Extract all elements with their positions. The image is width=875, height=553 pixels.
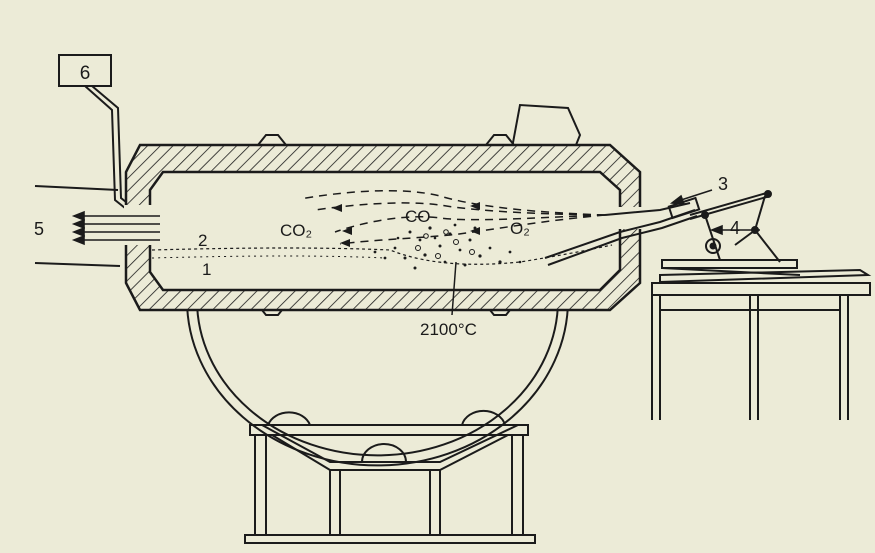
pointer-arrows xyxy=(669,189,760,236)
exhaust-arrows xyxy=(71,210,160,246)
gas-flow xyxy=(299,189,606,245)
top-handle xyxy=(511,103,582,161)
furnace-shell xyxy=(124,143,642,312)
label-oxygen-lance: 3 xyxy=(718,174,728,194)
box-6: 6 xyxy=(58,54,112,87)
label-o2: O₂ xyxy=(510,219,530,238)
label-mechanism: 4 xyxy=(730,218,740,238)
label-co: CO xyxy=(405,207,431,226)
label-co2: CO₂ xyxy=(280,221,312,240)
label-box-6: 6 xyxy=(80,63,91,84)
bath xyxy=(151,244,613,265)
o2-arrows xyxy=(332,202,480,247)
label-slag: 2 xyxy=(198,231,207,250)
label-metal: 1 xyxy=(202,260,211,279)
reaction-zone xyxy=(373,223,522,270)
temperature-leader xyxy=(451,261,457,316)
label-temperature: 2100°C xyxy=(420,320,477,339)
side-table xyxy=(651,282,871,420)
label-exhaust: 5 xyxy=(34,219,44,239)
lance-mechanism xyxy=(659,190,872,284)
reaction-bubbles xyxy=(415,229,475,259)
support-cradle xyxy=(186,299,569,467)
base-frame xyxy=(244,409,536,544)
exhaust-duct xyxy=(34,85,137,267)
